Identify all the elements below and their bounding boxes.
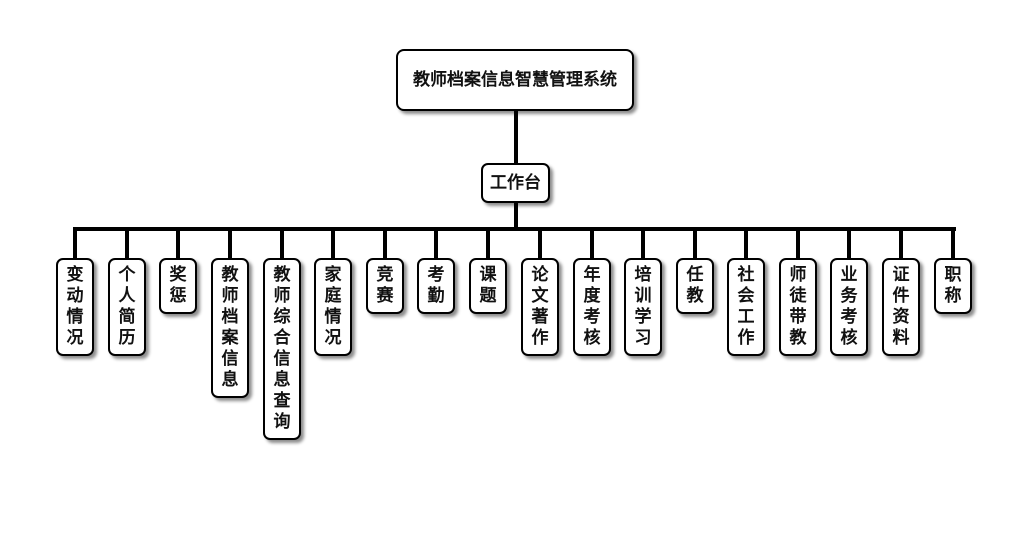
child-node[interactable]: 论文著作: [521, 258, 559, 356]
child-node[interactable]: 业务考核: [830, 258, 868, 356]
child-connector: [538, 229, 542, 258]
child-node[interactable]: 社会工作: [727, 258, 765, 356]
child-label: 教师综合信息查询: [273, 265, 291, 432]
child-label: 变动情况: [66, 265, 84, 348]
child-connector: [744, 229, 748, 258]
child-label: 论文著作: [531, 265, 549, 348]
child-connector: [383, 229, 387, 258]
child-connector: [641, 229, 645, 258]
child-connector: [486, 229, 490, 258]
child-node[interactable]: 家庭情况: [314, 258, 352, 356]
child-label: 家庭情况: [324, 265, 342, 348]
child-connector: [899, 229, 903, 258]
child-connector: [331, 229, 335, 258]
child-connector: [951, 229, 955, 258]
child-node[interactable]: 年度考核: [573, 258, 611, 356]
child-node[interactable]: 职称: [934, 258, 972, 314]
child-connector: [847, 229, 851, 258]
child-connector: [73, 229, 77, 258]
child-node[interactable]: 教师档案信息: [211, 258, 249, 398]
child-node[interactable]: 奖惩: [159, 258, 197, 314]
child-node[interactable]: 考勤: [417, 258, 455, 314]
child-node[interactable]: 师徒带教: [779, 258, 817, 356]
child-label: 课题: [479, 265, 497, 306]
hub-label: 工作台: [490, 173, 541, 193]
child-node[interactable]: 变动情况: [56, 258, 94, 356]
child-label: 社会工作: [737, 265, 755, 348]
child-node[interactable]: 个人简历: [108, 258, 146, 356]
hub-node[interactable]: 工作台: [481, 163, 550, 203]
child-node[interactable]: 培训学习: [624, 258, 662, 356]
root-to-hub-connector: [514, 111, 518, 163]
child-connector: [796, 229, 800, 258]
child-connector: [228, 229, 232, 258]
child-label: 考勤: [427, 265, 445, 306]
child-label: 个人简历: [118, 265, 136, 348]
child-label: 业务考核: [840, 265, 858, 348]
child-connector: [176, 229, 180, 258]
child-connector: [590, 229, 594, 258]
child-label: 任教: [686, 265, 704, 306]
horizontal-bus: [73, 227, 956, 231]
child-label: 教师档案信息: [221, 265, 239, 390]
child-node[interactable]: 课题: [469, 258, 507, 314]
child-node[interactable]: 任教: [676, 258, 714, 314]
child-node[interactable]: 教师综合信息查询: [263, 258, 301, 440]
child-connector: [125, 229, 129, 258]
child-node[interactable]: 证件资料: [882, 258, 920, 356]
child-node[interactable]: 竞赛: [366, 258, 404, 314]
child-label: 职称: [944, 265, 962, 306]
child-label: 奖惩: [169, 265, 187, 306]
child-connector: [280, 229, 284, 258]
root-label: 教师档案信息智慧管理系统: [413, 70, 617, 90]
child-label: 年度考核: [583, 265, 601, 348]
child-label: 培训学习: [634, 265, 652, 348]
child-label: 竞赛: [376, 265, 394, 306]
root-node[interactable]: 教师档案信息智慧管理系统: [396, 49, 634, 111]
child-label: 证件资料: [892, 265, 910, 348]
hub-to-bus-connector: [514, 203, 518, 229]
child-connector: [693, 229, 697, 258]
child-connector: [434, 229, 438, 258]
child-label: 师徒带教: [789, 265, 807, 348]
